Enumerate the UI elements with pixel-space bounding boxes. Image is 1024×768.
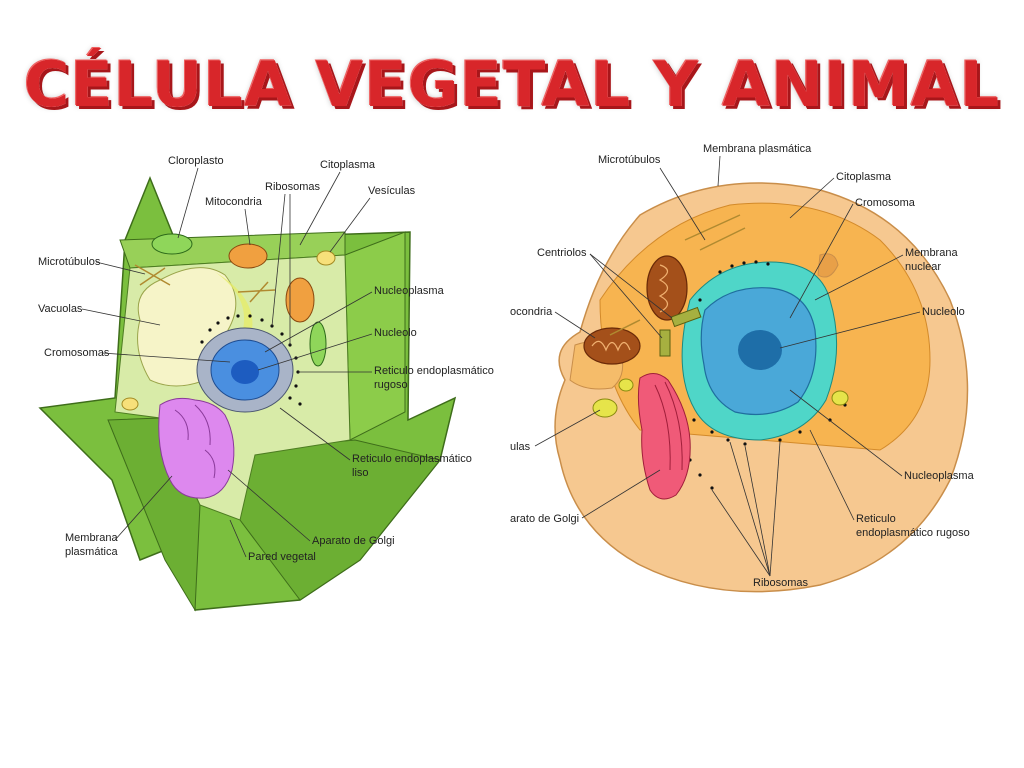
plant-label-pared: Pared vegetal: [248, 551, 316, 563]
animal-label-microtubulos: Microtúbulos: [598, 154, 661, 166]
plant-label-mitocondria: Mitocondria: [205, 196, 263, 208]
plant-label-membrana-2: plasmática: [65, 546, 118, 558]
plant-label-golgi: Aparato de Golgi: [312, 535, 395, 547]
plant-label-ribosomas: Ribosomas: [265, 181, 321, 193]
plant-mitochondria: [228, 243, 268, 269]
animal-label-vesiculas: ulas: [510, 441, 531, 453]
plant-label-vacuolas: Vacuolas: [38, 303, 83, 315]
plant-label-membrana-1: Membrana: [65, 532, 118, 544]
page-title: CÉLULA VEGETAL Y ANIMAL: [23, 48, 1001, 121]
plant-label-nucleoplasma: Nucleoplasma: [374, 285, 445, 297]
animal-ribosomes: [688, 260, 847, 490]
animal-label-centriolos: Centriolos: [537, 247, 587, 259]
plant-label-vesiculas: Vesículas: [368, 185, 416, 197]
animal-label-citoplasma: Citoplasma: [836, 171, 892, 183]
animal-label-membrana-nuclear-2: nuclear: [905, 261, 941, 273]
animal-label-membrana-nuclear-1: Membrana: [905, 247, 958, 259]
animal-cell-diagram: Microtúbulos Membrana plasmática Citopla…: [510, 143, 975, 593]
animal-label-nucleolo: Nucleolo: [922, 306, 965, 318]
animal-label-ribosomas: Ribosomas: [753, 577, 809, 589]
animal-label-cromosoma: Cromosoma: [855, 197, 916, 209]
plant-label-nucleolo: Nucleolo: [374, 327, 417, 339]
animal-label-rer-2: endoplasmático rugoso: [856, 527, 970, 539]
plant-label-cloroplasto: Cloroplasto: [168, 155, 224, 167]
animal-label-mitocondria: ocondria: [510, 306, 553, 318]
animal-golgi: [637, 373, 691, 500]
animal-label-golgi: arato de Golgi: [510, 513, 579, 525]
plant-chloroplast: [151, 233, 193, 255]
animal-nucleolus: [738, 330, 782, 370]
plant-nucleolus: [231, 360, 259, 384]
plant-ribosomes: [200, 314, 302, 406]
plant-label-rel-1: Reticulo endoplasmático: [352, 453, 472, 465]
animal-label-nucleoplasma: Nucleoplasma: [904, 470, 975, 482]
animal-label-rer-1: Reticulo: [856, 513, 896, 525]
plant-label-citoplasma: Citoplasma: [320, 159, 376, 171]
plant-label-cromosomas: Cromosomas: [44, 347, 110, 359]
plant-label-rel-2: liso: [352, 467, 369, 479]
plant-cell-diagram: Cloroplasto Ribosomas Citoplasma Mitocon…: [38, 155, 494, 612]
animal-label-membrana-plasmatica: Membrana plasmática: [703, 143, 812, 155]
plant-label-rer-1: Reticulo endoplasmático: [374, 365, 494, 377]
plant-label-microtubulos: Microtúbulos: [38, 256, 101, 268]
plant-label-rer-2: rugoso: [374, 379, 408, 391]
